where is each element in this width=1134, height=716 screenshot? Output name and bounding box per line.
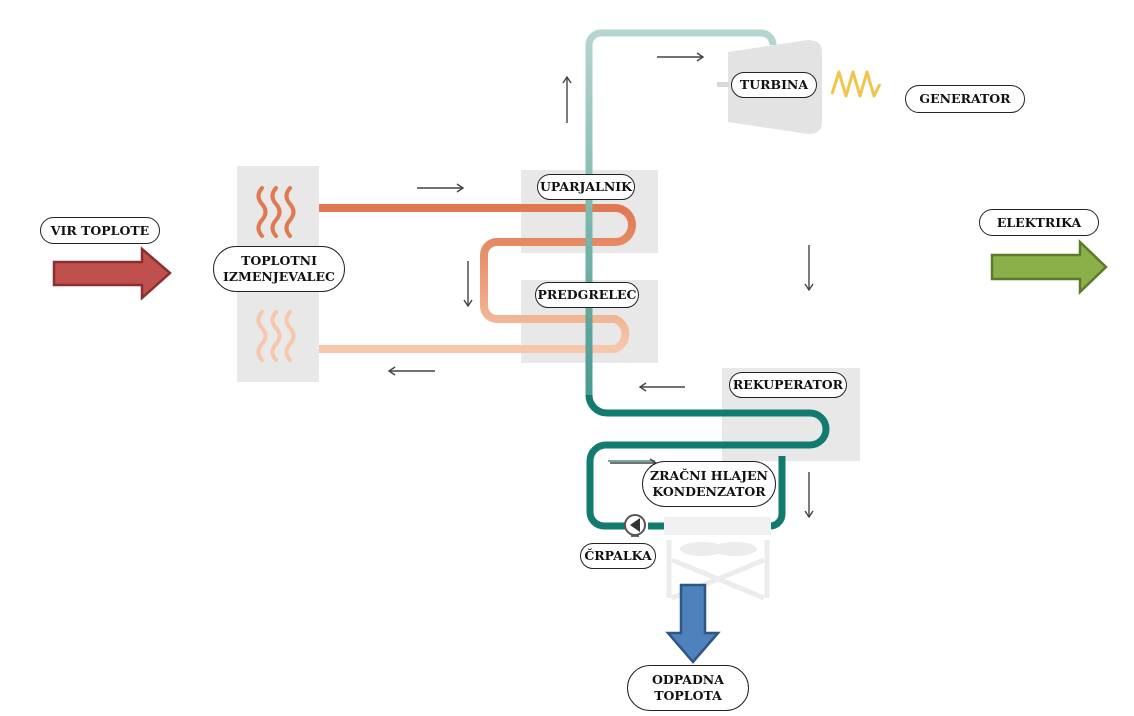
heat-waves-warm-icon	[256, 310, 296, 362]
recuperator-label: REKUPERATOR	[729, 372, 847, 398]
working-fluid-up-pipe	[585, 29, 777, 395]
heat-carrier-loop	[319, 204, 636, 353]
flow-arrow-icon	[417, 183, 465, 193]
electricity-label: ELEKTRIKA	[979, 209, 1099, 236]
waste-heat-arrow	[665, 583, 721, 664]
evaporator-label: UPARJALNIK	[537, 174, 635, 200]
heat-input-arrow	[52, 246, 172, 301]
condenser-top	[664, 517, 771, 535]
heat-exchanger-label-line2: IZMENJEVALEC	[223, 269, 335, 284]
flow-arrow-icon	[657, 52, 705, 62]
pump-icon	[624, 514, 646, 537]
flow-arrow-icon	[387, 366, 435, 376]
condenser-fan-icon	[680, 542, 757, 556]
flow-arrow-icon	[804, 472, 814, 519]
flow-arrow-icon	[562, 75, 572, 123]
generator-zigzag-icon	[830, 70, 882, 98]
generator-label: GENERATOR	[905, 85, 1025, 113]
heat-waves-hot-icon	[256, 186, 296, 238]
waste-heat-label-line2: TOPLOTA	[654, 688, 722, 703]
flow-arrow-icon	[804, 245, 814, 292]
flow-arrow-icon	[463, 261, 473, 308]
turbine-shaft	[717, 82, 729, 87]
waste-heat-label-line1: ODPADNA	[652, 672, 724, 687]
condenser-label: ZRAČNI HLAJEN KONDENZATOR	[642, 461, 776, 507]
pump-label: ČRPALKA	[580, 543, 656, 569]
preheater-label: PREDGRELEC	[535, 282, 639, 308]
heat-exchanger-label: TOPLOTNI IZMENJEVALEC	[213, 246, 345, 292]
turbine-label: TURBINA	[731, 72, 817, 98]
electricity-arrow	[990, 239, 1108, 295]
condenser-label-line1: ZRAČNI HLAJEN	[650, 468, 768, 483]
working-fluid-recuperator-loop	[585, 394, 830, 530]
condenser-label-line2: KONDENZATOR	[652, 484, 766, 499]
heat-exchanger-label-line1: TOPLOTNI	[241, 253, 317, 268]
heat-source-label: VIR TOPLOTE	[40, 217, 160, 244]
flow-arrow-icon	[638, 382, 685, 392]
waste-heat-label: ODPADNA TOPLOTA	[627, 665, 749, 711]
